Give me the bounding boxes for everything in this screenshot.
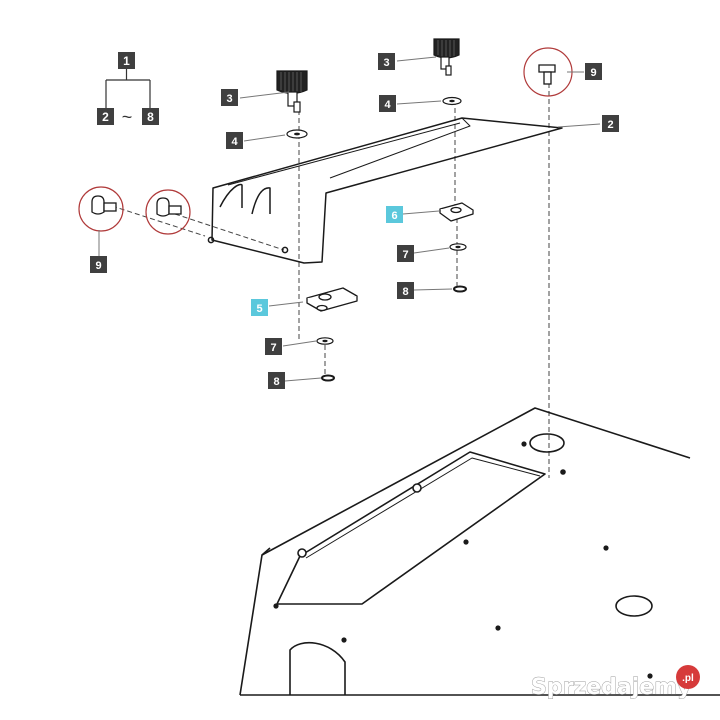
callout-label: 7	[270, 342, 276, 354]
callout-label: 8	[273, 376, 279, 388]
watermark-text: Sprzedajemy	[531, 675, 692, 700]
callout-box	[268, 372, 285, 389]
callout-tag-6: 6	[386, 206, 403, 223]
watermark: Sprzedajemy .pl	[531, 665, 700, 700]
washer-part-4-right	[442, 96, 462, 106]
callout-tag-8-left: 8	[268, 372, 285, 389]
washer-part-7-left	[316, 337, 334, 345]
callout-tag-5: 5	[251, 299, 268, 316]
callout-label: 8	[402, 286, 408, 298]
callout-box	[221, 89, 238, 106]
callout-box	[251, 299, 268, 316]
bracket-part-2	[207, 117, 563, 264]
callout-label: 2	[607, 119, 613, 131]
callout-label: 7	[402, 249, 408, 261]
screw-part-9-left-inner	[145, 189, 191, 235]
callout-leaders	[98, 56, 601, 382]
callout-label: 4	[384, 99, 391, 111]
legend: 1 2 ~ 8	[97, 52, 159, 127]
watermark-badge	[676, 665, 700, 689]
callout-box	[265, 338, 282, 355]
callout-label: 4	[231, 136, 238, 148]
callout-box	[585, 63, 602, 80]
callout-box	[602, 115, 619, 132]
screw-part-9-right	[523, 47, 573, 97]
callout-box	[378, 53, 395, 70]
nut-plate-part-6	[439, 202, 474, 222]
callout-box	[386, 206, 403, 223]
callout-tag-3-left: 3	[221, 89, 238, 106]
callout-label: 3	[226, 93, 232, 105]
housing	[239, 407, 720, 696]
knob-part-3-left	[276, 70, 308, 113]
callout-label: 5	[256, 303, 262, 315]
legend-range-start-label: 2	[102, 110, 109, 124]
screw-part-9-left-outer	[78, 186, 124, 232]
callout-tag-7-right: 7	[397, 245, 414, 262]
callout-tag-8-right: 8	[397, 282, 414, 299]
callout-tag-2: 2	[602, 115, 619, 132]
washer-part-7-right	[449, 243, 467, 251]
legend-range-end-label: 8	[147, 110, 154, 124]
clip-part-8-right	[453, 285, 467, 293]
assembly-axes	[111, 83, 550, 478]
legend-range-separator: ~	[122, 107, 133, 127]
callout-box	[90, 256, 107, 273]
clip-part-8-left	[321, 374, 335, 382]
callout-tag-4-left: 4	[226, 132, 243, 149]
callout-label: 9	[590, 67, 596, 79]
callout-tag-4-right: 4	[379, 95, 396, 112]
callout-tag-7-left: 7	[265, 338, 282, 355]
callout-tag-9-right: 9	[585, 63, 602, 80]
callout-box	[397, 282, 414, 299]
callout-box	[226, 132, 243, 149]
callout-label: 9	[95, 260, 101, 272]
nut-plate-part-5	[306, 287, 358, 312]
callout-label: 6	[391, 210, 397, 222]
callout-tag-3-right: 3	[378, 53, 395, 70]
callout-box	[379, 95, 396, 112]
watermark-badge-text: .pl	[682, 673, 694, 684]
knob-part-3-right	[433, 38, 460, 76]
washer-part-4-left	[286, 129, 308, 139]
callout-label: 3	[383, 57, 389, 69]
callout-box	[397, 245, 414, 262]
legend-parent-label: 1	[123, 54, 130, 68]
callout-tag-9-left: 9	[90, 256, 107, 273]
